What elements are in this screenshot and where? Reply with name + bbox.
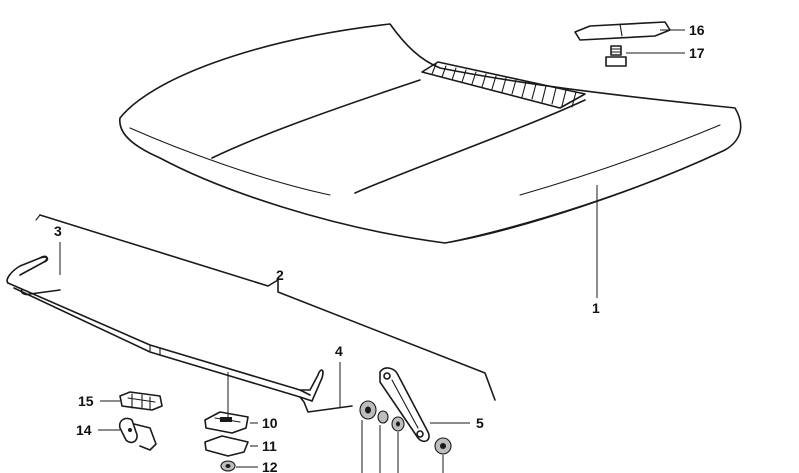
callout-12: 12 <box>262 459 278 473</box>
callout-11: 11 <box>262 438 277 454</box>
hood-rod-hook[interactable] <box>19 255 48 276</box>
lock-catch-plate[interactable] <box>204 411 249 434</box>
hood[interactable] <box>119 23 742 244</box>
hinge-bolt[interactable] <box>605 45 627 67</box>
callout-14: 14 <box>76 422 92 438</box>
washer-b[interactable] <box>391 416 405 432</box>
hinge-bracket-small[interactable] <box>118 417 157 451</box>
callout-3: 3 <box>54 223 62 239</box>
hinge-plate[interactable] <box>574 21 671 41</box>
rod-end-clip[interactable] <box>359 400 377 420</box>
callout-16: 16 <box>689 22 705 38</box>
lock-nut[interactable] <box>220 460 236 472</box>
leader-lines <box>59 29 685 468</box>
spring-clip[interactable] <box>119 391 163 411</box>
callout-1: 1 <box>592 300 600 316</box>
callout-17: 17 <box>689 45 705 61</box>
callout-2: 2 <box>276 267 284 283</box>
callout-4: 4 <box>335 343 343 359</box>
support-bracket[interactable] <box>379 367 430 443</box>
callout-10: 10 <box>262 415 278 431</box>
callout-5: 5 <box>476 415 484 431</box>
washer-a[interactable] <box>377 410 389 424</box>
assembly-guide-lines <box>361 420 444 473</box>
washer-c[interactable] <box>434 437 452 455</box>
lock-bracket[interactable] <box>204 435 249 457</box>
callout-15: 15 <box>78 393 94 409</box>
hood-prop-rod-assembly[interactable] <box>6 214 496 413</box>
hood-vent-grille <box>421 61 586 109</box>
